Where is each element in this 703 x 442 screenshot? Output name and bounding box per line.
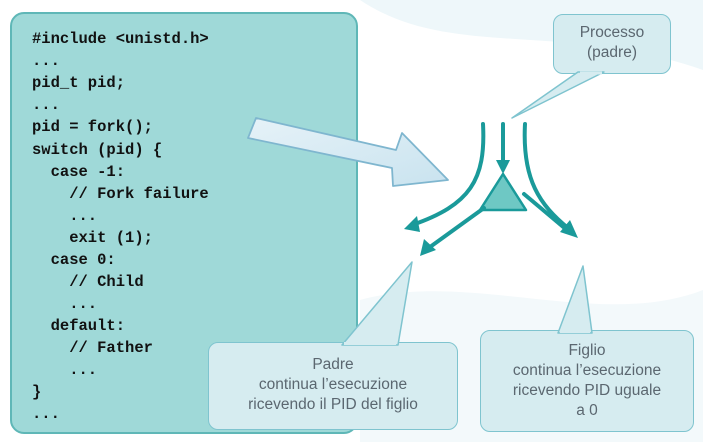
code-line: case 0: <box>32 251 116 269</box>
code-line: case -1: <box>32 163 126 181</box>
callout-child-line1: Figlio <box>568 342 606 359</box>
code-line: // Fork failure <box>32 185 209 203</box>
code-line: // Child <box>32 273 144 291</box>
code-line: default: <box>32 317 126 335</box>
code-line: pid_t pid; <box>32 74 126 92</box>
code-line: ... <box>32 96 60 114</box>
callout-child: Figlio continua l’esecuzione ricevendo P… <box>480 330 694 432</box>
code-line: ... <box>32 52 60 70</box>
code-line: // Father <box>32 339 153 357</box>
code-line: ... <box>32 361 98 379</box>
callout-process-line1: Processo <box>579 24 645 41</box>
code-line: ... <box>32 295 98 313</box>
callout-parent-line1: Padre <box>312 356 354 373</box>
code-line: exit (1); <box>32 229 153 247</box>
callout-child-line4: a 0 <box>576 402 598 419</box>
code-line: ... <box>32 207 98 225</box>
code-line: #include <unistd.h> <box>32 30 209 48</box>
callout-parent-line3: ricevendo il PID del figlio <box>248 396 418 413</box>
callout-process: Processo (padre) <box>553 14 671 74</box>
callout-child-line2: continua l’esecuzione <box>512 362 662 379</box>
code-line: ... <box>32 405 60 423</box>
code-line: switch (pid) { <box>32 141 163 159</box>
code-line: } <box>32 383 42 401</box>
code-line: pid = fork(); <box>32 118 153 136</box>
callout-process-line2: (padre) <box>587 44 637 61</box>
callout-parent-line2: continua l’esecuzione <box>258 376 408 393</box>
callout-child-line3: ricevendo PID uguale <box>512 382 662 399</box>
callout-parent: Padre continua l’esecuzione ricevendo il… <box>208 342 458 430</box>
